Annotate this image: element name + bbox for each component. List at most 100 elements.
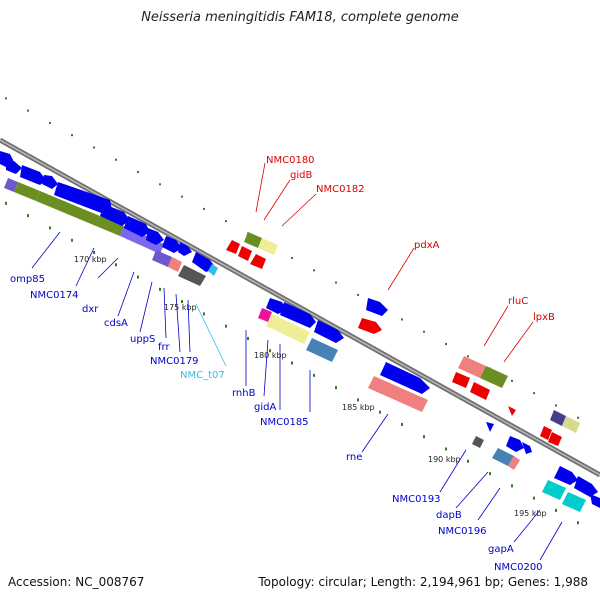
gene-label[interactable]: gapA	[488, 544, 514, 555]
gene-label[interactable]: NMC0185	[260, 417, 309, 428]
gene-feature[interactable]	[238, 246, 252, 261]
scale-label: 170 kbp	[74, 255, 107, 264]
gene-label[interactable]: dxr	[82, 304, 99, 315]
gene-feature[interactable]	[6, 161, 22, 174]
gene-feature[interactable]	[306, 338, 338, 362]
gene-feature[interactable]	[522, 442, 532, 454]
scale-label: 185 kbp	[342, 403, 375, 412]
gene-label[interactable]: pdxA	[414, 240, 440, 251]
gene-label[interactable]: NMC0179	[150, 356, 199, 367]
gene-feature[interactable]	[508, 406, 516, 416]
gene-feature[interactable]	[250, 254, 266, 269]
gene-feature[interactable]	[472, 436, 484, 448]
gene-feature[interactable]	[54, 182, 112, 214]
reverse-gene-labels: NMC0180 gidB NMC0182 pdxA rluC lpxB	[266, 155, 555, 323]
gene-label[interactable]: NMC0196	[438, 526, 487, 537]
gene-feature[interactable]	[590, 494, 600, 508]
gene-feature[interactable]	[266, 298, 286, 314]
gene-label[interactable]: lpxB	[533, 312, 555, 323]
gene-feature[interactable]	[36, 191, 100, 226]
forward-leader-lines	[31, 231, 563, 561]
gene-feature[interactable]	[380, 362, 430, 394]
gene-feature[interactable]	[266, 314, 310, 344]
gene-feature[interactable]	[178, 265, 206, 286]
leader-line	[255, 162, 266, 213]
gene-feature[interactable]	[548, 432, 562, 446]
gene-feature[interactable]	[492, 448, 514, 466]
gene-feature[interactable]	[314, 320, 344, 343]
gene-label[interactable]: uppS	[130, 334, 155, 345]
gene-label[interactable]: cdsA	[104, 318, 128, 329]
gene-feature[interactable]	[100, 204, 130, 226]
gene-feature[interactable]	[574, 476, 598, 497]
gene-feature[interactable]	[542, 480, 566, 500]
gene-feature[interactable]	[486, 422, 494, 432]
gene-label[interactable]: NMC0200	[494, 562, 543, 573]
gene-feature[interactable]	[258, 308, 272, 322]
gene-feature[interactable]	[470, 382, 490, 400]
leader-line	[387, 247, 415, 291]
gene-feature[interactable]	[162, 236, 182, 253]
gene-feature[interactable]	[20, 165, 46, 185]
gene-feature[interactable]	[508, 456, 520, 470]
gene-feature[interactable]	[562, 492, 586, 512]
scale-label: 180 kbp	[254, 351, 287, 360]
trna-leader-line	[195, 303, 227, 367]
leader-line	[139, 281, 153, 333]
gene-feature[interactable]	[4, 178, 18, 192]
gene-feature[interactable]	[178, 242, 192, 256]
gene-features	[0, 151, 600, 512]
gene-label[interactable]: frr	[158, 342, 170, 353]
scale-labels: 170 kbp 175 kbp 180 kbp 185 kbp 190 kbp …	[74, 255, 547, 518]
gene-feature[interactable]	[540, 426, 552, 440]
gene-feature[interactable]	[42, 175, 58, 189]
gene-feature[interactable]	[120, 226, 164, 254]
gene-label[interactable]: gidA	[254, 402, 276, 413]
leader-line	[439, 449, 467, 493]
leader-line	[163, 287, 167, 339]
gene-label[interactable]: NMC0193	[392, 494, 441, 505]
leader-line	[477, 487, 501, 521]
gene-feature[interactable]	[554, 466, 578, 485]
scale-label: 195 kbp	[514, 509, 547, 518]
gene-feature[interactable]	[280, 302, 316, 328]
gene-feature[interactable]	[192, 252, 216, 272]
gene-feature[interactable]	[480, 366, 508, 388]
gene-label[interactable]: dapB	[436, 510, 462, 521]
gene-feature[interactable]	[368, 376, 428, 412]
leader-line	[281, 193, 317, 227]
gene-feature[interactable]	[452, 372, 470, 388]
gene-label[interactable]: omp85	[10, 274, 45, 285]
gene-feature[interactable]	[226, 240, 240, 254]
gene-label[interactable]: NMC0182	[316, 184, 365, 195]
gene-feature[interactable]	[244, 232, 262, 248]
gene-feature[interactable]	[168, 257, 182, 272]
gene-label[interactable]: gidB	[290, 170, 312, 181]
gene-feature[interactable]	[96, 216, 124, 236]
gene-label[interactable]: NMC_t07	[180, 370, 225, 381]
gene-label[interactable]: NMC0174	[30, 290, 79, 301]
gene-feature[interactable]	[550, 410, 566, 426]
gene-feature[interactable]	[124, 216, 150, 237]
forward-gene-labels: omp85 NMC0174 dxr cdsA uppS frr NMC0179 …	[10, 274, 543, 573]
leader-line	[483, 305, 509, 347]
gene-feature[interactable]	[358, 318, 382, 334]
gene-feature[interactable]	[14, 182, 40, 201]
gene-feature[interactable]	[366, 298, 388, 316]
reverse-leader-lines	[255, 162, 534, 363]
gene-feature[interactable]	[146, 228, 164, 245]
gene-label[interactable]: rne	[346, 452, 362, 463]
leader-line	[361, 413, 389, 453]
leader-line	[175, 293, 181, 353]
gene-label[interactable]: rluC	[508, 296, 528, 307]
gene-feature[interactable]	[208, 264, 218, 276]
gene-feature[interactable]	[562, 416, 580, 433]
gene-label[interactable]: NMC0180	[266, 155, 315, 166]
gene-feature[interactable]	[458, 356, 486, 378]
gene-feature[interactable]	[152, 250, 172, 267]
gene-feature[interactable]	[258, 238, 278, 255]
gene-feature[interactable]	[506, 436, 524, 452]
gene-label[interactable]: rnhB	[232, 388, 256, 399]
